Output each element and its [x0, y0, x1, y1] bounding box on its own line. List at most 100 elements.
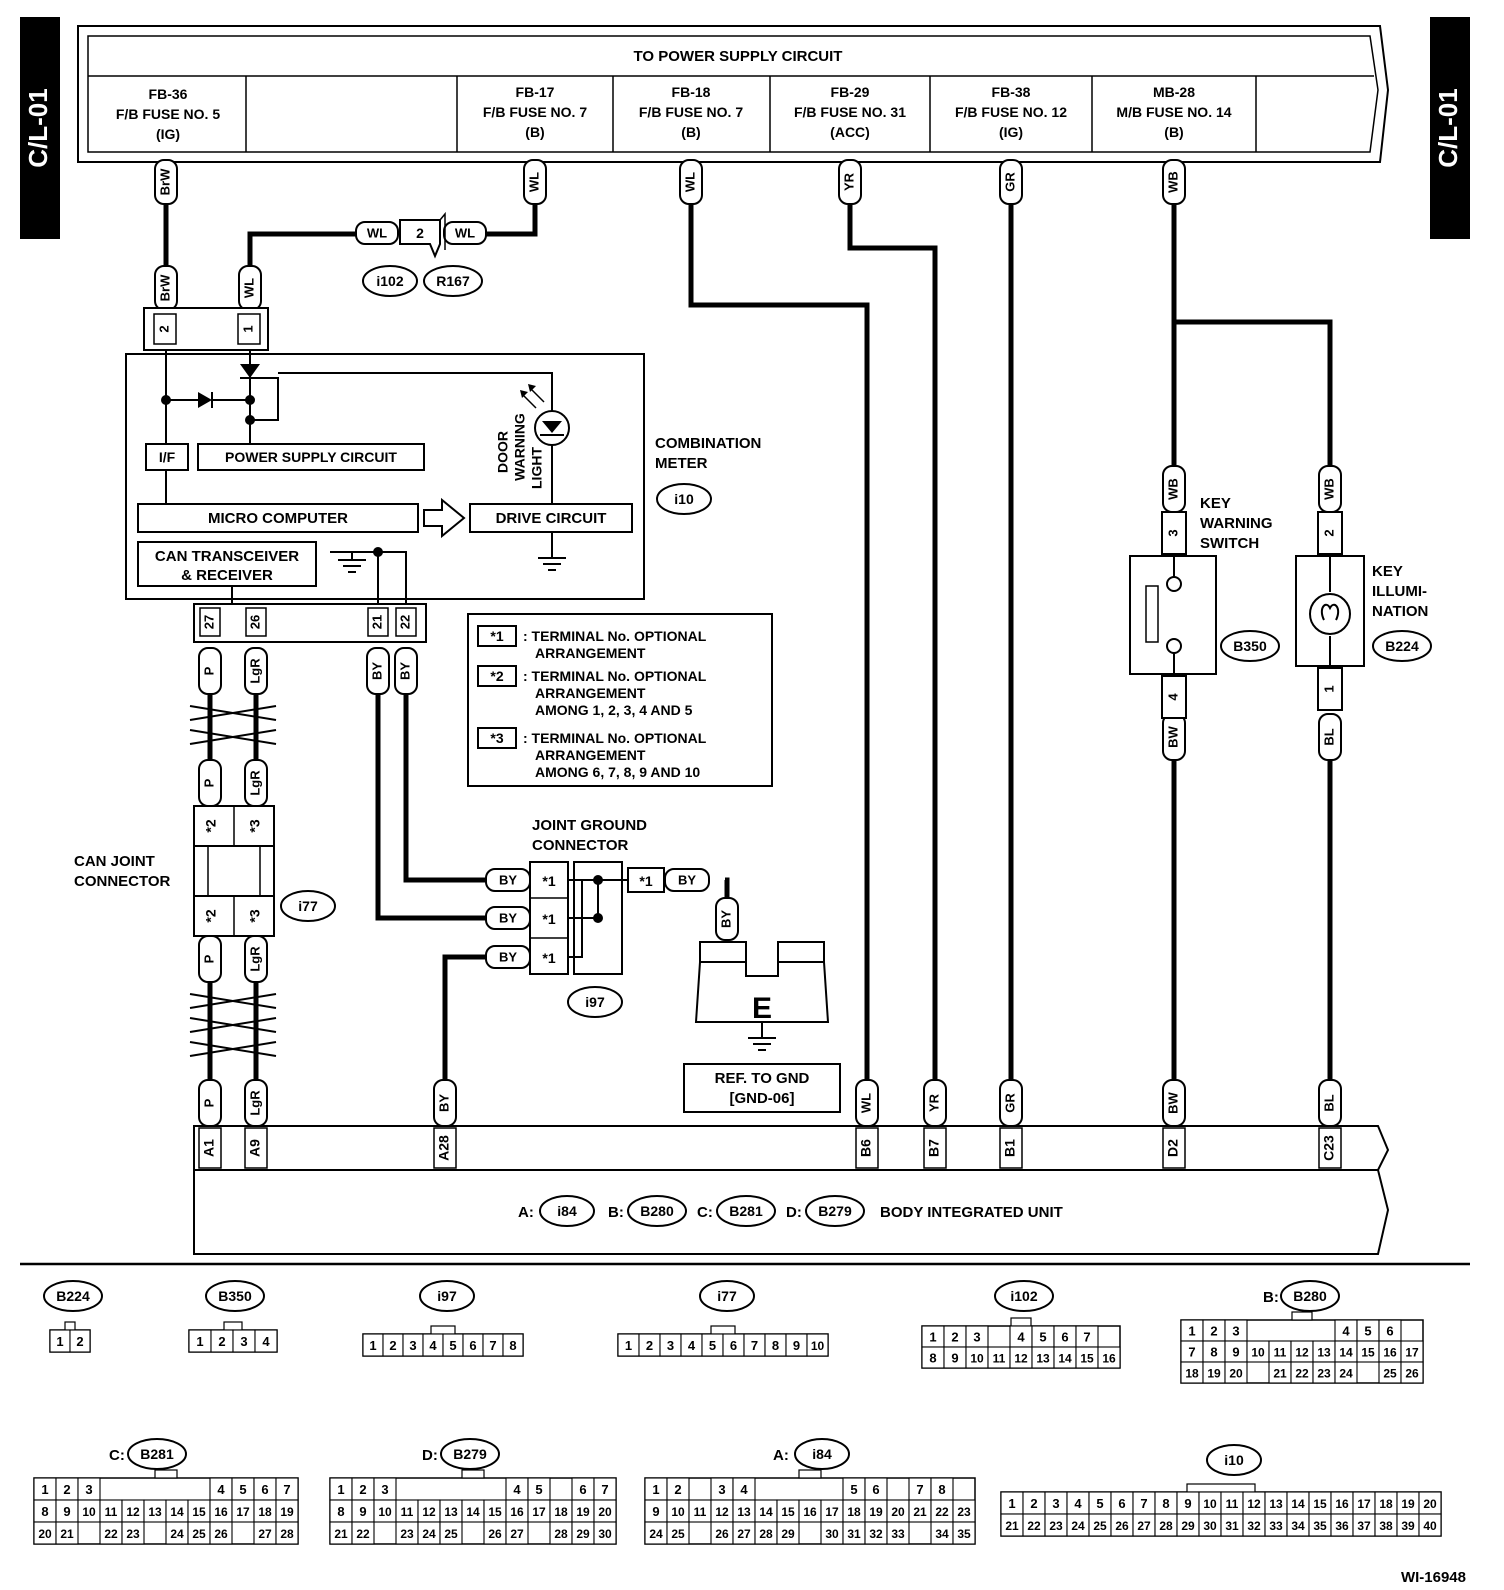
pin-label: 4 [1017, 1330, 1025, 1345]
pin-label: 2 [1210, 1324, 1217, 1339]
pin-label: 34 [935, 1527, 949, 1541]
pin-label: 7 [1083, 1330, 1090, 1345]
pin-label: 6 [261, 1482, 268, 1497]
svg-text:C:: C: [109, 1447, 125, 1464]
pin-label: 34 [1291, 1519, 1305, 1533]
svg-text:22: 22 [397, 615, 412, 629]
svg-text:LgR: LgR [247, 770, 262, 796]
fuse-fb38: FB-38 F/B FUSE NO. 12 (IG) [955, 84, 1067, 140]
pin-label: 2 [389, 1338, 396, 1353]
key-illumination: 2 1 KEY ILLUMI- NATION B224 [1295, 511, 1432, 711]
svg-text:A9: A9 [247, 1139, 263, 1157]
svg-text:METER: METER [655, 455, 708, 472]
wire-label-gr-b1: GR [999, 1079, 1023, 1127]
wire-label-p-2: P [198, 759, 222, 807]
connector-id-i97: i97 [585, 994, 605, 1010]
pinout-b281-header: C:B281 [109, 1438, 187, 1470]
pin-label: 12 [422, 1505, 436, 1519]
can-joint-connector: *2 *3 *2 *3 CAN JOINT CONNECTOR i77 [74, 805, 336, 937]
wire-label-by-jout: BY [664, 868, 710, 892]
svg-text:BY: BY [499, 872, 517, 887]
svg-text:A28: A28 [436, 1135, 452, 1161]
svg-text:27: 27 [201, 615, 216, 629]
svg-text:WL: WL [367, 225, 387, 240]
wire-label-yr-top: YR [838, 159, 862, 205]
pin-label: 1 [196, 1334, 203, 1349]
pin-label: 29 [576, 1527, 590, 1541]
pin-label: 7 [916, 1482, 923, 1497]
svg-text:(IG): (IG) [156, 126, 180, 142]
wire-label-bw-d2: BW [1162, 1079, 1186, 1127]
body-unit-title: BODY INTEGRATED UNIT [880, 1204, 1063, 1221]
pin-label: 9 [63, 1504, 70, 1519]
pin-label: 28 [759, 1527, 773, 1541]
svg-text:P: P [201, 1098, 216, 1107]
svg-text:i84: i84 [557, 1203, 577, 1219]
pin-label: 3 [1052, 1496, 1059, 1511]
svg-text:BY: BY [369, 662, 384, 680]
svg-text:DRIVE CIRCUIT: DRIVE CIRCUIT [496, 510, 607, 527]
pin-label: 23 [1049, 1519, 1063, 1533]
pin-label: 18 [847, 1505, 861, 1519]
svg-text:POWER SUPPLY CIRCUIT: POWER SUPPLY CIRCUIT [225, 449, 397, 465]
pin-label: 8 [1162, 1496, 1169, 1511]
pin-label: 12 [1014, 1352, 1028, 1366]
pin-label: 29 [781, 1527, 795, 1541]
pin-label: 5 [1364, 1324, 1371, 1339]
svg-text:YR: YR [841, 172, 856, 191]
pin-label: 5 [535, 1482, 542, 1497]
svg-text:WL: WL [682, 172, 697, 192]
svg-text:NATION: NATION [1372, 603, 1428, 620]
pin-label: 10 [671, 1505, 685, 1519]
svg-text:*3: *3 [247, 909, 263, 922]
svg-text:BY: BY [436, 1094, 451, 1112]
svg-text:26: 26 [247, 615, 262, 629]
pin-label: 36 [1335, 1519, 1349, 1533]
wire-label-lgr-4: LgR [244, 1079, 268, 1127]
pin-label: 24 [1339, 1367, 1353, 1381]
svg-text:AMONG 6, 7, 8, 9 AND 10: AMONG 6, 7, 8, 9 AND 10 [535, 764, 700, 780]
svg-text:A:: A: [518, 1204, 534, 1221]
pin-label: 25 [444, 1527, 458, 1541]
svg-text:WL: WL [858, 1093, 873, 1113]
svg-text:[GND-06]: [GND-06] [729, 1090, 794, 1107]
pin-label: 4 [217, 1482, 225, 1497]
pin-label: 3 [409, 1338, 416, 1353]
connector-id-i77: i77 [298, 898, 318, 914]
svg-text:i97: i97 [437, 1288, 457, 1304]
svg-text:BY: BY [397, 662, 412, 680]
pin-label: 15 [781, 1505, 795, 1519]
pin-label: 21 [1273, 1367, 1287, 1381]
pin-label: 17 [1405, 1346, 1419, 1360]
legend-item-1: *1 : TERMINAL No. OPTIONAL ARRANGEMENT [477, 625, 707, 661]
pin-label: 8 [929, 1351, 936, 1366]
svg-text:i77: i77 [717, 1288, 737, 1304]
pin-label: 3 [85, 1482, 92, 1497]
ground-e: E REF. TO GND [GND-06] [683, 941, 841, 1113]
pin-label: 21 [1005, 1519, 1019, 1533]
pin-label: 10 [811, 1339, 825, 1353]
pin-label: 18 [1379, 1497, 1393, 1511]
pin-label: 4 [688, 1338, 696, 1353]
pin-label: 2 [359, 1482, 366, 1497]
svg-text:(IG): (IG) [999, 124, 1023, 140]
svg-text:BW: BW [1165, 1091, 1180, 1113]
pin-label: 14 [1291, 1497, 1305, 1511]
svg-text:ARRANGEMENT: ARRANGEMENT [535, 747, 646, 763]
pin-label: 33 [891, 1527, 905, 1541]
svg-text:BY: BY [718, 910, 733, 928]
pin-label: 16 [1102, 1352, 1116, 1366]
joint-ground-connector: JOINT GROUND CONNECTOR *1 *1 *1 *1 i97 [529, 817, 665, 1018]
pin-label: 5 [449, 1338, 456, 1353]
pin-label: 16 [803, 1505, 817, 1519]
pin-label: 9 [793, 1338, 800, 1353]
pin-label: 4 [429, 1338, 437, 1353]
svg-text:: TERMINAL No. OPTIONAL: : TERMINAL No. OPTIONAL [523, 730, 707, 746]
pin-label: 19 [280, 1505, 294, 1519]
pin-label: 15 [1361, 1346, 1375, 1360]
svg-text:F/B FUSE NO. 7: F/B FUSE NO. 7 [483, 104, 587, 120]
fuse-fb17: FB-17 F/B FUSE NO. 7 (B) [483, 84, 587, 140]
svg-text:KEY: KEY [1372, 563, 1403, 580]
wire-label-by-21: BY [366, 647, 390, 695]
